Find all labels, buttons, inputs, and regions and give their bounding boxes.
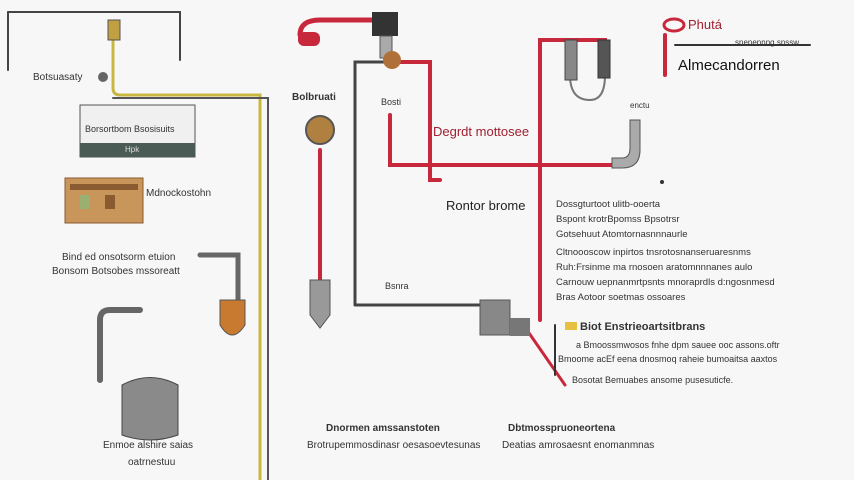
center-gauge-label: Bolbruati [292, 92, 336, 103]
spark-plug [309, 279, 331, 329]
valve-top-left [107, 19, 121, 41]
tank-caption-2: oatrnestuu [128, 457, 176, 468]
bulb [219, 299, 246, 336]
right-block: Dossgturtoot ulitb-ooerta Bspont krotrBp… [556, 197, 775, 305]
center-pipe-label: Bsnra [385, 281, 409, 291]
bottom-right-2: Deatias amrosaesnt enomanmnas [502, 440, 655, 451]
valve-knob [98, 72, 108, 82]
left-caption-2: Bonsom Botsobes mssoreatt [52, 266, 180, 277]
red-pipe-loop [388, 60, 617, 182]
panel-button[interactable]: Hpk [125, 145, 140, 154]
fuel-tank [121, 377, 179, 441]
gray-pipe-top-left [7, 11, 181, 61]
small-top-right-label: enctu [630, 101, 650, 110]
right-section-line-3: Bosotat Bemuabes ansome pusesuticfe. [572, 375, 734, 385]
right-section-title: Biot Enstrieoartsitbrans [580, 321, 706, 333]
tank-caption-1: Enmoe alshire saias [103, 440, 194, 451]
sensor-2 [597, 39, 611, 79]
pressure-gauge [305, 115, 335, 145]
gray-pipe-loop [353, 60, 487, 307]
sensor-1 [564, 39, 578, 81]
right-block-line: Dossgturtoot ulitb-ooerta [556, 199, 661, 210]
legend-subtitle: Almecandorren [678, 57, 780, 74]
center-red-label: Degrdt mottosee [433, 124, 530, 139]
right-block-line: Carnouw uepnanmrtpsnts mnoraprdls d:ngos… [556, 277, 775, 288]
legend-line-label: snenennng snssw [735, 38, 800, 47]
house-label: Mdnockostohn [146, 188, 212, 199]
legend-title: Phutá [688, 17, 722, 32]
legend-icon [662, 17, 686, 33]
pipe-to-bulb [197, 252, 241, 303]
right-block-line: Bspont krotrBpomss Bpsotrsr [556, 214, 680, 225]
right-block-line: Cltnoooscow inpirtos tnsrotosnanseruares… [556, 247, 751, 258]
panel-bar [80, 143, 195, 157]
right-block-line: Bras Aotoor soetmas ossoares [556, 292, 686, 303]
panel-caption: Borsortbom Bsosisuits [85, 124, 175, 134]
gray-pipe-parallel [112, 97, 269, 480]
center-small-label: Bosti [381, 97, 402, 107]
bottom-center-1: Dnormen amssanstoten [326, 423, 440, 434]
right-block-line: Ruh:Frsinme ma rnosoen aratomnnnanes aul… [556, 262, 753, 273]
gray-loop-right [569, 74, 606, 102]
bottom-center-2: Brotrupemmosdinasr oesasoevtesunas [307, 440, 481, 451]
right-section-line-1: a Bmoossmwosos fnhe dpm sauee ooc assons… [576, 340, 780, 350]
top-left-valve-label: Botsuasaty [33, 72, 83, 83]
pipe-to-tank [97, 307, 143, 383]
right-section-line-2: Bmoome acEf eena dnosmoq raheie bumoaits… [558, 354, 778, 364]
elbow-fitting [479, 299, 511, 336]
right-block-line: Gotsehuut Atomtornasnnnaurle [556, 229, 688, 240]
yellow-pipe-main [111, 38, 262, 480]
center-valve [372, 12, 398, 36]
left-caption-1: Bind ed onsotsorm etuion [62, 252, 176, 263]
bottom-right-1: Dbtmosspruoneortena [508, 423, 616, 434]
center-mid-label: Rontor brome [446, 198, 526, 213]
right-fitting [611, 119, 641, 169]
red-pipe-center [297, 17, 383, 38]
red-coupler [298, 32, 320, 46]
